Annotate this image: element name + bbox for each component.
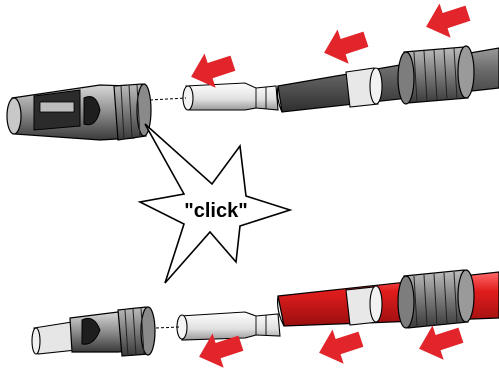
click-burst: "click" — [140, 124, 290, 283]
arrow-left-icon — [421, 0, 474, 44]
top-connector-housing — [7, 84, 151, 140]
arrow-left-icon — [319, 22, 372, 70]
top-gland-nut — [398, 46, 474, 104]
bottom-gland-nut — [398, 270, 474, 328]
arrow-left-icon — [314, 322, 367, 370]
top-seal-ring — [346, 68, 382, 107]
bottom-contact-pin — [177, 312, 280, 340]
click-burst-label: "click" — [184, 200, 247, 222]
top-guide-line — [150, 98, 186, 100]
bottom-guide-line — [156, 327, 180, 328]
bottom-seal-ring — [346, 286, 382, 325]
top-assembly — [7, 46, 499, 140]
bottom-connector-housing — [32, 307, 155, 356]
top-contact-pin — [183, 83, 278, 110]
